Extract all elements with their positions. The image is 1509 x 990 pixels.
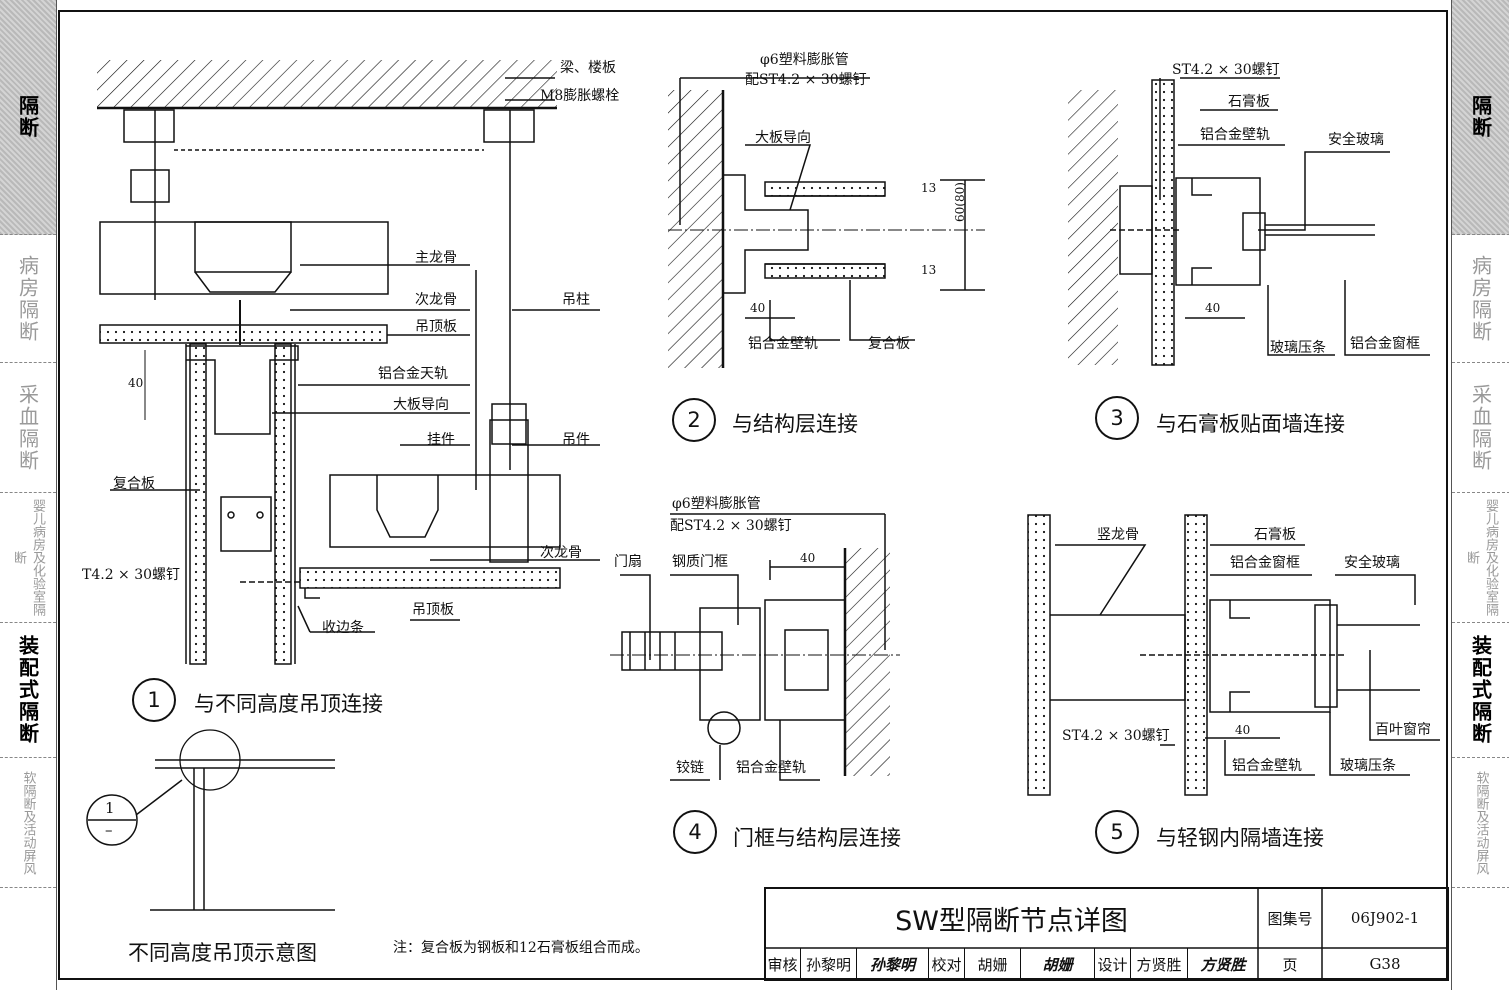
d1-label-hanger: 吊件	[562, 432, 590, 448]
sketch-title: 不同高度吊顶示意图	[128, 941, 317, 965]
checker-name: 胡姗	[965, 948, 1021, 980]
d5-label-gypsum: 石膏板	[1254, 527, 1296, 543]
d3-label-screw: ST4.2 × 30螺钉	[1172, 62, 1280, 78]
atlas-number: 06J902-1	[1350, 909, 1420, 927]
d4-label-screw: 配ST4.2 × 30螺钉	[670, 518, 792, 534]
review-label: 审核	[765, 948, 801, 980]
d3-dim-40: 40	[1205, 301, 1221, 315]
page-number: G38	[1369, 955, 1401, 973]
d5-label-blind: 百叶窗帘	[1375, 722, 1431, 738]
note: 注：复合板为钢板和12石膏板组合而成。	[393, 940, 649, 956]
side-tab-partition-r[interactable]: 隔断	[1452, 0, 1509, 235]
d5-label-frame: 铝合金窗框	[1230, 555, 1300, 571]
side-tab-blood-r[interactable]: 采血隔断	[1452, 363, 1509, 493]
d2-dim-13a: 13	[921, 181, 937, 195]
detail3-title: 与石膏板贴面墙连接	[1156, 412, 1345, 436]
d2-dim-40: 40	[750, 301, 766, 315]
d1-label-sub-keel: 次龙骨	[415, 292, 457, 308]
d5-label-bead: 玻璃压条	[1340, 758, 1396, 774]
side-tab-soft-r[interactable]: 软隔断及活动屏风	[1452, 758, 1509, 888]
side-tab-partition[interactable]: 隔断	[0, 0, 56, 235]
d3-label-rail: 铝合金壁轨	[1200, 127, 1270, 143]
sketch-callout-bottom: –	[105, 821, 113, 839]
d4-label-door: 门扇	[614, 554, 642, 570]
d3-label-frame: 铝合金窗框	[1350, 336, 1420, 352]
d2-label-rail: 铝合金壁轨	[748, 336, 818, 352]
side-tab-ward[interactable]: 病房隔断	[0, 235, 56, 363]
d1-label-hanger-rod: 吊柱	[562, 292, 590, 308]
detail2-number: 2	[672, 398, 716, 442]
right-side-index: 隔断 病房隔断 采血隔断 婴儿病房及化验室隔断 装配式隔断 软隔断及活动屏风	[1451, 0, 1509, 990]
sketch-callout-top: 1	[105, 799, 115, 817]
atlas-label: 图集号	[1267, 909, 1313, 928]
d5-label-screw: ST4.2 × 30螺钉	[1062, 728, 1170, 744]
title-block: SW型隔断节点详图 图集号 06J902-1 审核 孙黎明 孙黎明 校对 胡姗 …	[765, 888, 1448, 980]
side-tab-infant[interactable]: 婴儿病房及化验室隔断	[0, 493, 56, 623]
designer-signature: 方贤胜	[1200, 955, 1246, 974]
left-side-index: 隔断 病房隔断 采血隔断 婴儿病房及化验室隔断 装配式隔断 软隔断及活动屏风	[0, 0, 57, 990]
d2-label-guide: 大板导向	[755, 130, 811, 146]
d4-dim-40: 40	[800, 551, 816, 565]
d3-label-glass: 安全玻璃	[1328, 132, 1384, 148]
page-label: 页	[1282, 955, 1298, 974]
check-label: 校对	[929, 948, 965, 980]
detail4-number: 4	[673, 810, 717, 854]
d3-label-gypsum: 石膏板	[1228, 94, 1270, 110]
d4-label-hinge: 铰链	[676, 760, 704, 776]
d1-label-main-keel: 主龙骨	[415, 250, 457, 266]
d1-dim-40: 40	[128, 376, 144, 390]
d1-label-guide: 大板导向	[393, 397, 449, 413]
d1-label-bolt: M8膨胀螺栓	[540, 88, 620, 104]
d1-label-ceiling-board2: 吊顶板	[412, 602, 454, 618]
d1-label-ceiling-board: 吊顶板	[415, 319, 457, 335]
d1-label-top-rail: 铝合金天轨	[378, 366, 448, 382]
detail1-title: 与不同高度吊顶连接	[194, 692, 383, 716]
checker-signature: 胡姗	[1021, 948, 1095, 980]
d2-label-composite: 复合板	[868, 336, 910, 352]
detail5-number: 5	[1095, 810, 1139, 854]
side-tab-ward-r[interactable]: 病房隔断	[1452, 235, 1509, 363]
reviewer-name: 孙黎明	[801, 948, 857, 980]
d2-dim-13b: 13	[921, 263, 937, 277]
side-tab-assembly-r[interactable]: 装配式隔断	[1452, 623, 1509, 758]
side-tab-assembly[interactable]: 装配式隔断	[0, 623, 56, 758]
d5-label-glass: 安全玻璃	[1344, 555, 1400, 571]
d5-label-rail: 铝合金壁轨	[1232, 758, 1302, 774]
d5-dim-40: 40	[1235, 723, 1251, 737]
detail5-title: 与轻钢内隔墙连接	[1156, 826, 1324, 850]
design-label: 设计	[1095, 948, 1131, 980]
reviewer-signature: 孙黎明	[857, 948, 929, 980]
d2-label-screw: 配ST4.2 × 30螺钉	[745, 72, 867, 88]
side-tab-blood[interactable]: 采血隔断	[0, 363, 56, 493]
detail4-title: 门框与结构层连接	[733, 826, 901, 850]
d1-label-sub-keel2: 次龙骨	[540, 545, 582, 561]
drawing-title: SW型隔断节点详图	[895, 905, 1128, 937]
d1-label-edge-strip: 收边条	[322, 620, 364, 636]
designer-name: 方贤胜	[1131, 948, 1188, 980]
detail2-title: 与结构层连接	[732, 412, 858, 436]
d4-label-rail: 铝合金壁轨	[736, 760, 806, 776]
d5-label-stud: 竖龙骨	[1097, 527, 1139, 543]
d1-label-screw: T4.2 × 30螺钉	[82, 567, 181, 583]
d1-label-beam: 梁、楼板	[560, 60, 616, 76]
d1-label-clip: 挂件	[427, 432, 455, 448]
detail1-number: 1	[132, 678, 176, 722]
d1-label-composite: 复合板	[113, 476, 155, 492]
detail3-number: 3	[1095, 396, 1139, 440]
d2-label-pipe: φ6塑料膨胀管	[760, 52, 849, 68]
d4-label-pipe: φ6塑料膨胀管	[672, 496, 761, 512]
d4-label-steel-frame: 钢质门框	[672, 554, 728, 570]
d3-label-bead: 玻璃压条	[1270, 340, 1326, 356]
side-tab-infant-r[interactable]: 婴儿病房及化验室隔断	[1452, 493, 1509, 623]
side-tab-soft[interactable]: 软隔断及活动屏风	[0, 758, 56, 888]
drawing-frame	[58, 10, 1448, 980]
d2-dim-60: 60(80)	[953, 182, 967, 222]
